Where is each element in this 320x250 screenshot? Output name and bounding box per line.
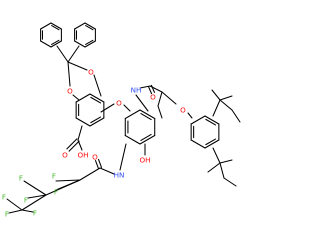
ether-oxygen-left-label: O xyxy=(116,99,122,108)
amide-n-lower-bond xyxy=(119,143,127,171)
ethyl-bond xyxy=(157,91,163,107)
bond-lines xyxy=(6,22,241,214)
tert-pentyl-bond xyxy=(231,109,241,123)
phenyl-ring-right xyxy=(84,22,96,30)
atom-labels: O O O O O OH OH NH O HN O F F F F F F F xyxy=(2,68,186,219)
ring-oxygen-upper-label: O xyxy=(88,68,94,77)
carboxyl-oh-bond xyxy=(77,139,83,151)
ether-ring-bond xyxy=(123,104,131,112)
phenyl-ring-right xyxy=(74,40,86,48)
cf-bond xyxy=(27,194,47,199)
ethyl-bond xyxy=(157,105,163,119)
phenyl-ring-right xyxy=(74,22,86,30)
phenyl-ring-left xyxy=(50,22,62,30)
tert-pentyl-bond xyxy=(211,89,221,101)
ring-oxygen-lower-label: O xyxy=(67,87,73,96)
aryl-o-ring-bond xyxy=(187,112,193,119)
di-tert-pentyl-phenyl-ring xyxy=(190,115,206,125)
tert-pentyl-bond xyxy=(207,162,221,173)
carboxyl-double-bond xyxy=(68,140,80,152)
di-tert-pentyl-phenyl-ring xyxy=(205,138,217,146)
amide-nh-upper-label: NH xyxy=(131,86,142,95)
aryl-ether-oxygen-label: O xyxy=(180,106,186,115)
phenyl-ring-left xyxy=(51,39,60,46)
carboxyl-hydroxyl-label: OH xyxy=(77,151,88,160)
amide-c-bond xyxy=(99,167,115,175)
phenyl-ring-left xyxy=(40,40,52,48)
fluorine-5-label: F xyxy=(24,196,28,205)
alpha-o-bond xyxy=(161,91,177,105)
phenol-hydroxyl-label: OH xyxy=(139,156,150,165)
cf-bond xyxy=(23,180,47,196)
dioxole-o-bond xyxy=(93,74,102,97)
carboxyl-bond xyxy=(77,125,83,141)
carboxyl-oxygen-label: O xyxy=(62,151,68,160)
cf-bond xyxy=(21,209,34,213)
alpha-carbon-bond xyxy=(149,85,163,93)
tert-pentyl-bond xyxy=(219,162,225,179)
phenyl-ring-right xyxy=(84,40,96,48)
benzodioxole-ring xyxy=(75,93,91,103)
cf-bond xyxy=(8,209,23,214)
ketal-o-bond xyxy=(67,61,71,87)
fluorine-1-label: F xyxy=(52,172,56,181)
ketal-o-bond xyxy=(67,61,88,71)
perfluoro-chain-bond xyxy=(21,194,47,211)
dioxole-o-bond xyxy=(72,94,80,101)
benzodioxole-ring xyxy=(89,93,105,103)
central-phenol-ring xyxy=(139,134,156,145)
central-phenol-ring xyxy=(140,133,152,141)
phenyl-ring-left xyxy=(51,24,60,31)
benzodioxole-ring xyxy=(90,96,102,104)
fluorine-2-label: F xyxy=(54,188,58,197)
amide-n-bond xyxy=(135,94,149,112)
benzodioxole-ring xyxy=(90,116,102,124)
central-phenol-ring xyxy=(140,113,152,121)
di-tert-pentyl-phenyl-ring xyxy=(204,139,220,149)
fluorine-7-label: F xyxy=(33,209,37,218)
central-phenol-ring xyxy=(124,109,141,120)
amide-c-o-double-bond xyxy=(94,160,100,170)
tert-pentyl-bond xyxy=(212,99,221,117)
ketal-phenyl-bond xyxy=(56,45,69,63)
tert-pentyl-bond xyxy=(219,159,233,164)
ketal-phenyl-bond xyxy=(67,45,80,63)
fluorine-3-label: F xyxy=(19,174,23,183)
phenyl-ring-right xyxy=(85,24,94,31)
di-tert-pentyl-phenyl-ring xyxy=(205,118,217,126)
benzodioxole-ring xyxy=(89,117,105,127)
cf-bond xyxy=(55,179,81,182)
central-phenol-ring xyxy=(124,134,141,145)
amide-carbonyl-oxygen-upper-label: O xyxy=(150,93,156,102)
benzodioxole-ring xyxy=(75,117,91,127)
amide-c-o-double-bond xyxy=(148,86,153,95)
amide-nh-lower-label: HN xyxy=(114,171,125,180)
perfluoro-chain-bond xyxy=(79,167,101,181)
tert-pentyl-bond xyxy=(212,147,221,164)
fluorine-4-label: F xyxy=(2,193,6,202)
perfluoro-chain-bond xyxy=(45,179,81,196)
phenyl-ring-right xyxy=(85,39,94,46)
tert-pentyl-bond xyxy=(219,95,233,101)
carboxyl-double-bond xyxy=(66,138,78,150)
tert-pentyl-bond xyxy=(219,99,233,111)
fluorine-6-label: F xyxy=(5,210,9,219)
molecule-structure-diagram: O O O O O OH OH NH O HN O F F F F F F F xyxy=(2,22,241,219)
tert-pentyl-bond xyxy=(223,177,237,187)
aryl-ether-bond xyxy=(100,103,115,113)
di-tert-pentyl-phenyl-ring xyxy=(204,115,220,125)
amide-c-o-double-bond xyxy=(97,158,103,168)
cf-bond xyxy=(6,198,23,211)
central-phenol-ring xyxy=(139,109,156,120)
di-tert-pentyl-phenyl-ring xyxy=(190,139,206,149)
phenyl-ring-left xyxy=(40,22,52,30)
phenyl-ring-left xyxy=(50,40,62,48)
amide-carbonyl-oxygen-lower-label: O xyxy=(92,153,98,162)
